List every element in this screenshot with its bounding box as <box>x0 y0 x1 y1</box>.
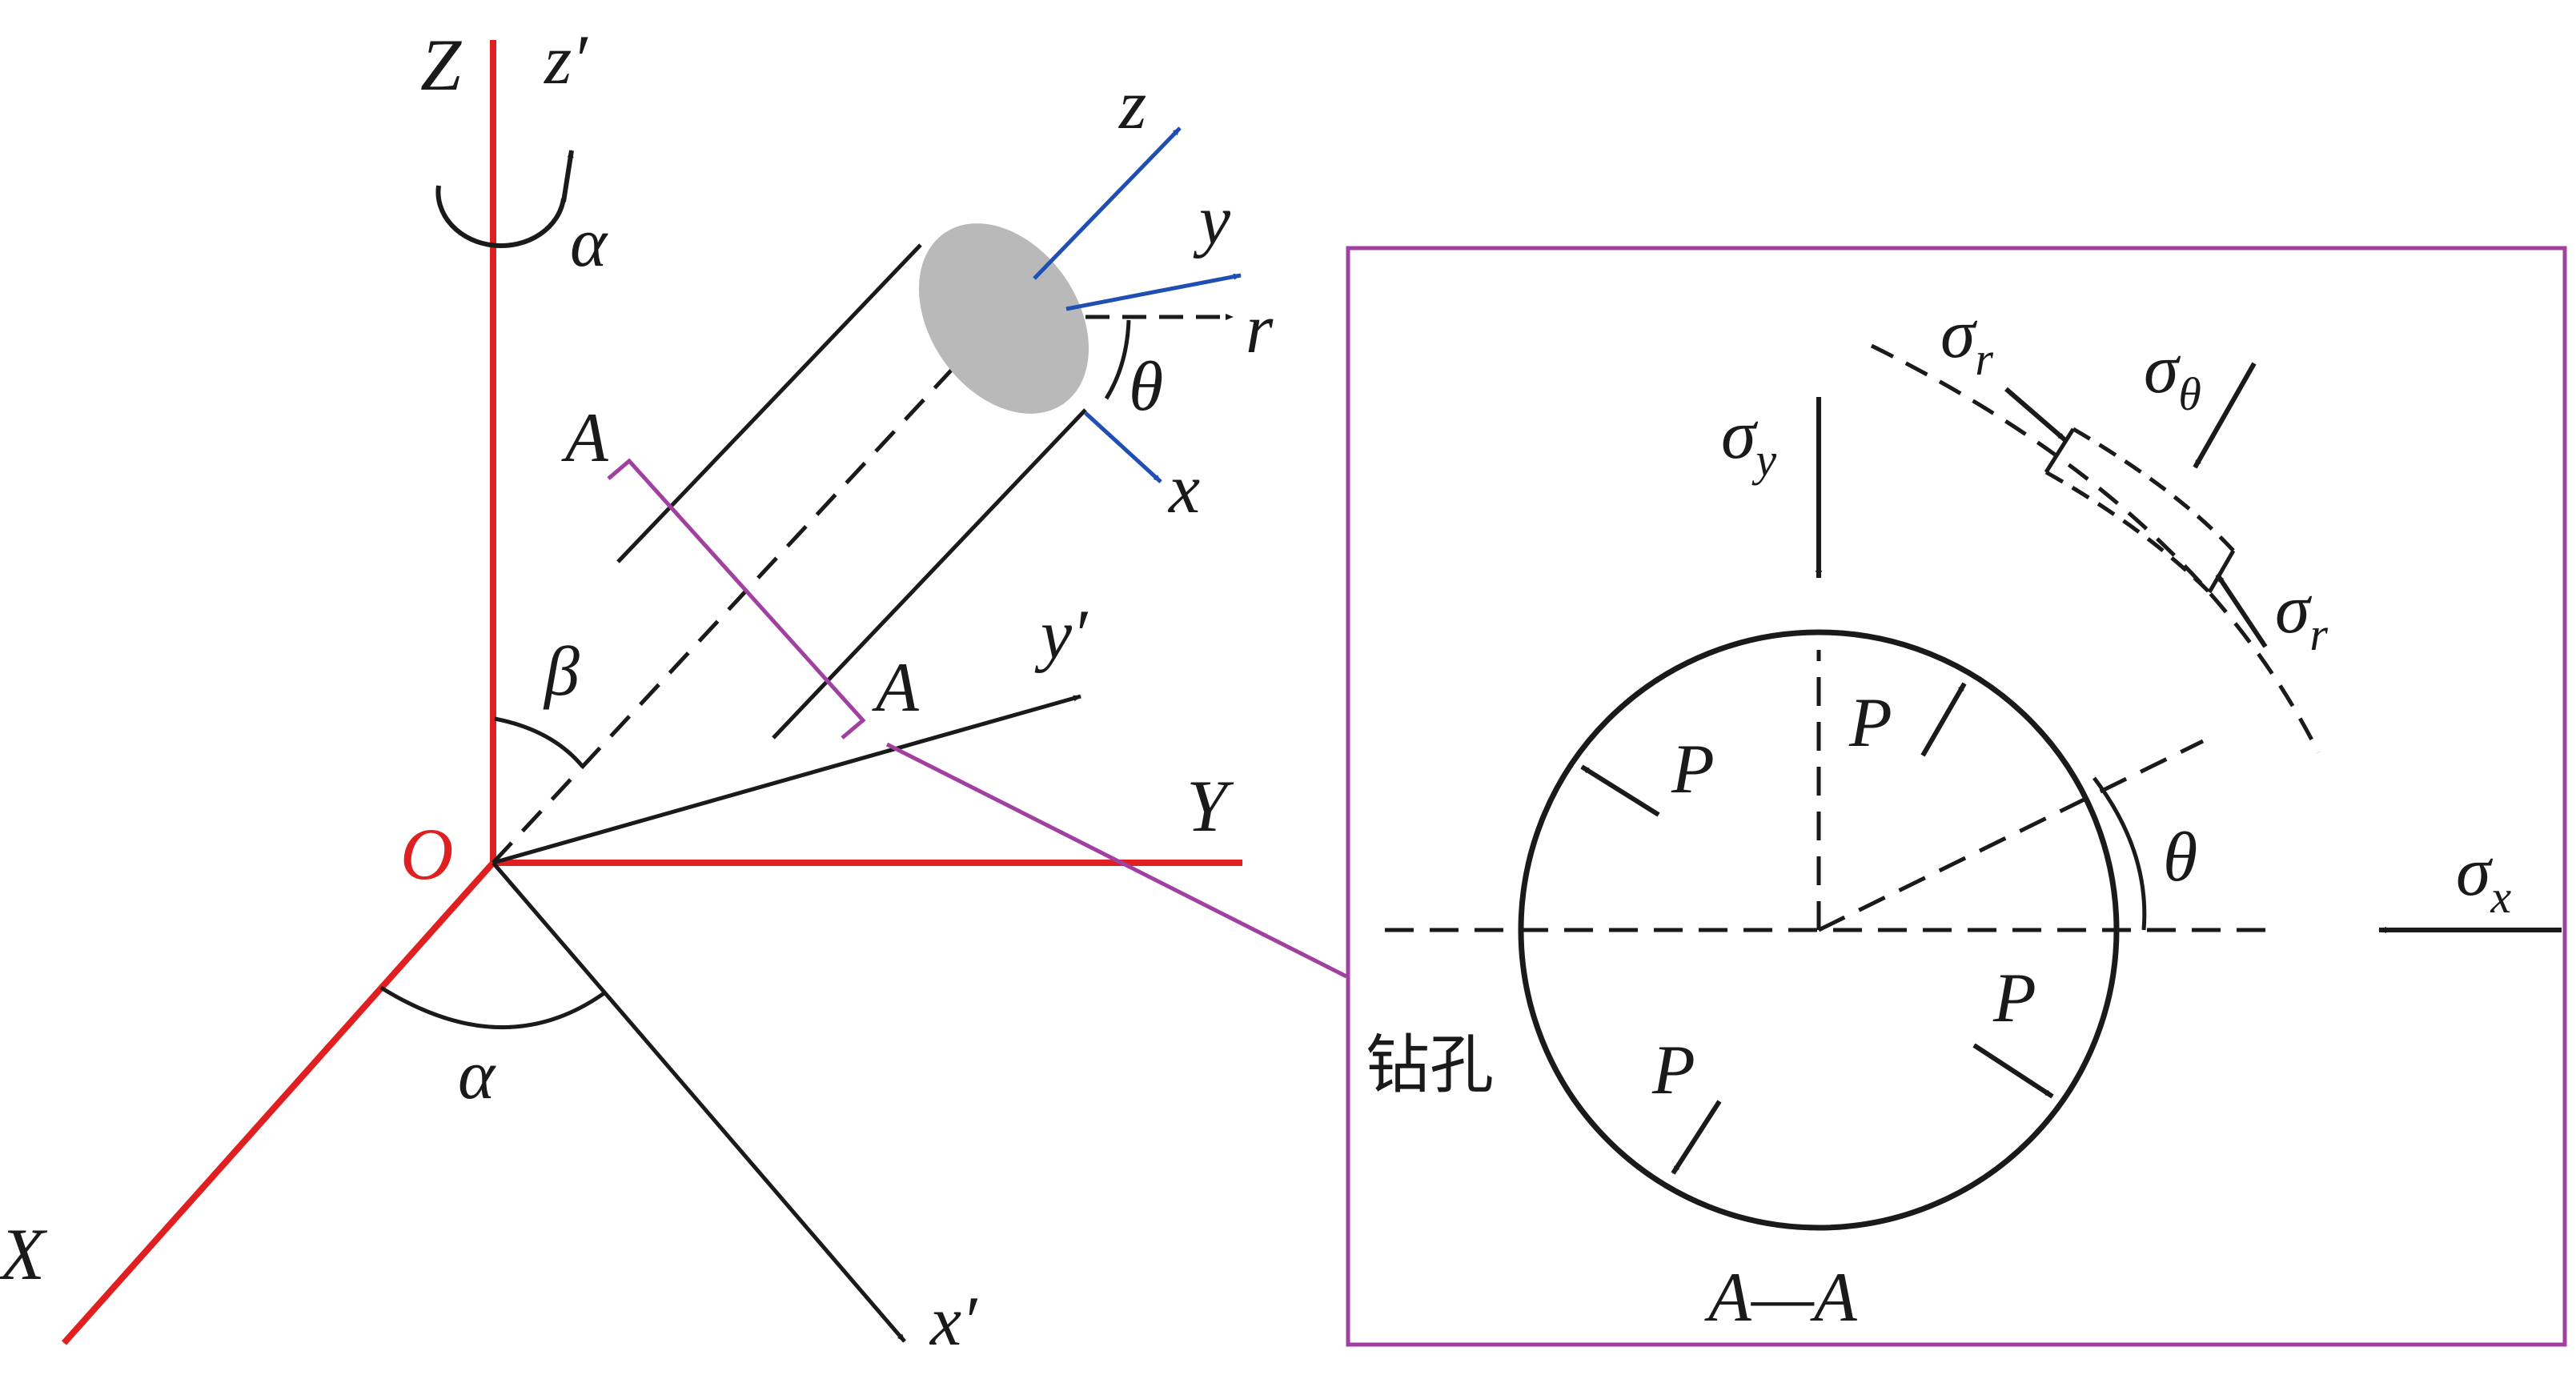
sigma-r-arrow-bottom <box>2215 573 2268 648</box>
sigma-y-symbol: σy <box>1721 396 1776 486</box>
rotated-coordinate-system: z′ y′ x′ <box>492 22 1089 1361</box>
label-Z: Z <box>420 24 462 106</box>
x-prime-axis <box>492 861 906 1343</box>
section-cut-line <box>607 458 866 740</box>
label-theta-section: θ <box>2163 819 2197 896</box>
pressure-arrow-upper-left <box>1580 764 1660 817</box>
section-leader-line <box>885 742 1348 979</box>
label-z-prime: z′ <box>544 22 588 99</box>
label-origin-O: O <box>400 813 453 895</box>
internal-pressure: P P P P <box>1580 682 2054 1175</box>
cylinder-edge-lower <box>772 408 1087 740</box>
borehole-cylinder <box>616 223 1089 740</box>
label-theta-top: θ <box>1129 348 1163 426</box>
label-z: z <box>1118 66 1146 144</box>
local-z-axis <box>1033 126 1182 280</box>
borehole-circle <box>1518 629 2120 1231</box>
label-y: y <box>1193 182 1231 259</box>
theta-arc-top <box>1104 319 1131 400</box>
sigma-x-subscript: x <box>2490 871 2511 923</box>
sigma-r-arrow-top <box>2004 387 2067 443</box>
label-alpha-bottom: α <box>458 1036 496 1114</box>
label-P-upper-left: P <box>1671 731 1715 808</box>
element-outer-arc <box>2072 427 2235 552</box>
local-x-axis <box>1084 411 1162 483</box>
stress-element: σr σθ σr <box>1870 295 2328 754</box>
section-panel: θ σy σx σr σθ σr <box>1346 246 2567 1347</box>
outer-dashed-arc <box>1870 343 2321 754</box>
label-y-prime: y′ <box>1034 596 1089 674</box>
sigma-theta-arrow <box>2193 362 2257 469</box>
label-A-bottom: A <box>872 649 920 727</box>
element-side-top <box>2044 427 2076 474</box>
sigma-r-subscript-bottom: r <box>2309 608 2328 660</box>
pressure-arrow-bottom <box>1671 1100 1722 1175</box>
label-x: x <box>1167 451 1200 528</box>
sigma-x-stress: σx <box>2378 833 2562 933</box>
rotation-arc <box>435 185 566 248</box>
y-prime-axis <box>492 694 1081 865</box>
sigma-theta-symbol: σθ <box>2144 331 2201 420</box>
sigma-r-symbol-top: σr <box>1940 295 1993 385</box>
global-coordinate-system: Z Y X O <box>0 24 1243 1345</box>
label-beta: β <box>543 633 580 711</box>
borehole-local-coordinates: z y r θ x <box>1033 66 1274 528</box>
sigma-x-symbol: σx <box>2456 833 2511 923</box>
pressure-arrow-top <box>1920 682 1967 757</box>
sigma-r-symbol-bottom: σr <box>2275 571 2328 660</box>
section-cut-AA: A A <box>561 399 1348 979</box>
sigma-y-subscript: y <box>1751 434 1776 486</box>
borehole-axis-dashed <box>492 359 962 864</box>
label-borehole: 钻孔 <box>1366 1028 1494 1102</box>
sigma-theta-subscript: θ <box>2178 368 2201 420</box>
label-X: X <box>0 1213 48 1295</box>
label-A-top: A <box>561 399 609 477</box>
label-x-prime: x′ <box>929 1283 978 1361</box>
section-title: A—A <box>1704 1259 1858 1337</box>
angle-alpha-bottom: α <box>379 985 607 1114</box>
theta-arc-section <box>2092 776 2147 931</box>
local-y-axis <box>1065 273 1242 311</box>
cylinder-edge-upper <box>616 243 922 563</box>
X-axis <box>62 860 496 1345</box>
alpha-arc <box>379 985 607 1029</box>
borehole-end-face <box>918 223 1089 414</box>
element-side-bottom <box>2207 549 2236 594</box>
label-P-bottom: P <box>1651 1032 1695 1109</box>
rotation-alpha-indicator: α <box>435 150 608 282</box>
section-frame <box>1346 246 2567 1347</box>
angle-beta: β <box>492 359 962 864</box>
label-alpha-top: α <box>570 204 608 282</box>
inclined-radius-dashed <box>1817 739 2205 932</box>
beta-arc <box>494 716 584 768</box>
pressure-arrow-lower-right <box>1972 1043 2054 1099</box>
label-P-lower-right: P <box>1992 960 2036 1037</box>
label-Y: Y <box>1186 765 1234 847</box>
rotation-arrow <box>561 150 574 202</box>
label-P-top: P <box>1848 684 1892 762</box>
sigma-r-subscript-top: r <box>1975 333 1993 385</box>
sigma-y-stress: σy <box>1721 396 1822 579</box>
label-r: r <box>1246 291 1274 368</box>
element-inner-arc <box>2044 470 2211 594</box>
